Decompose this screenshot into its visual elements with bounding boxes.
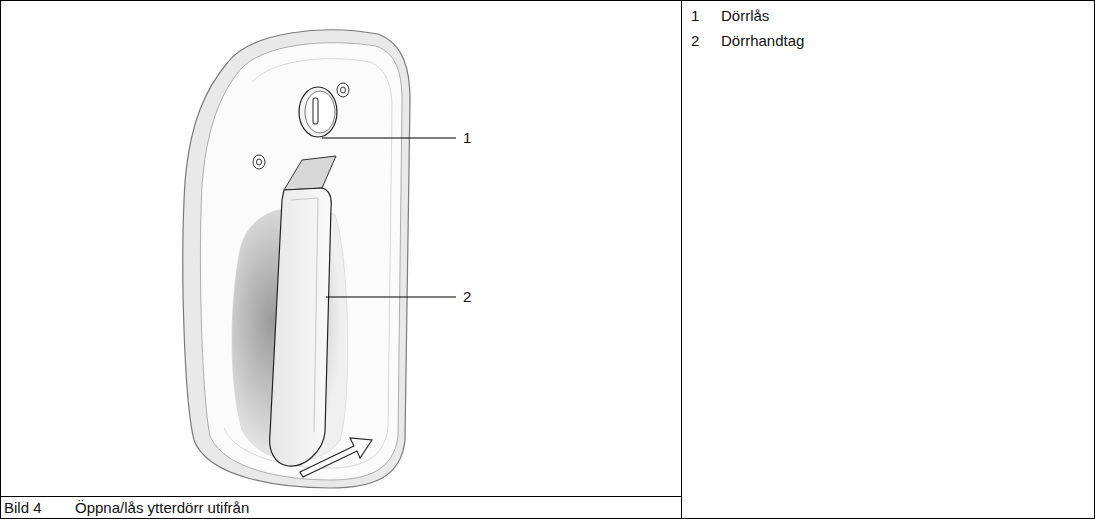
figure-number: Bild 4 [4,499,42,517]
leader-lines [322,138,456,297]
part-name: Dörrhandtag [721,32,804,50]
callout-number: 1 [463,129,471,147]
figure-caption: Öppna/lås ytterdörr utifrån [75,499,249,517]
legend-number: 1 [691,7,699,25]
plate-face [200,43,402,480]
part-name: Dörrlås [721,7,769,25]
pull-arrow [300,438,372,477]
escutcheon-plate [183,30,410,488]
door-lock [299,87,337,137]
door-handle [270,156,336,466]
legend-number: 2 [691,32,699,50]
callout-number: 2 [463,288,471,306]
